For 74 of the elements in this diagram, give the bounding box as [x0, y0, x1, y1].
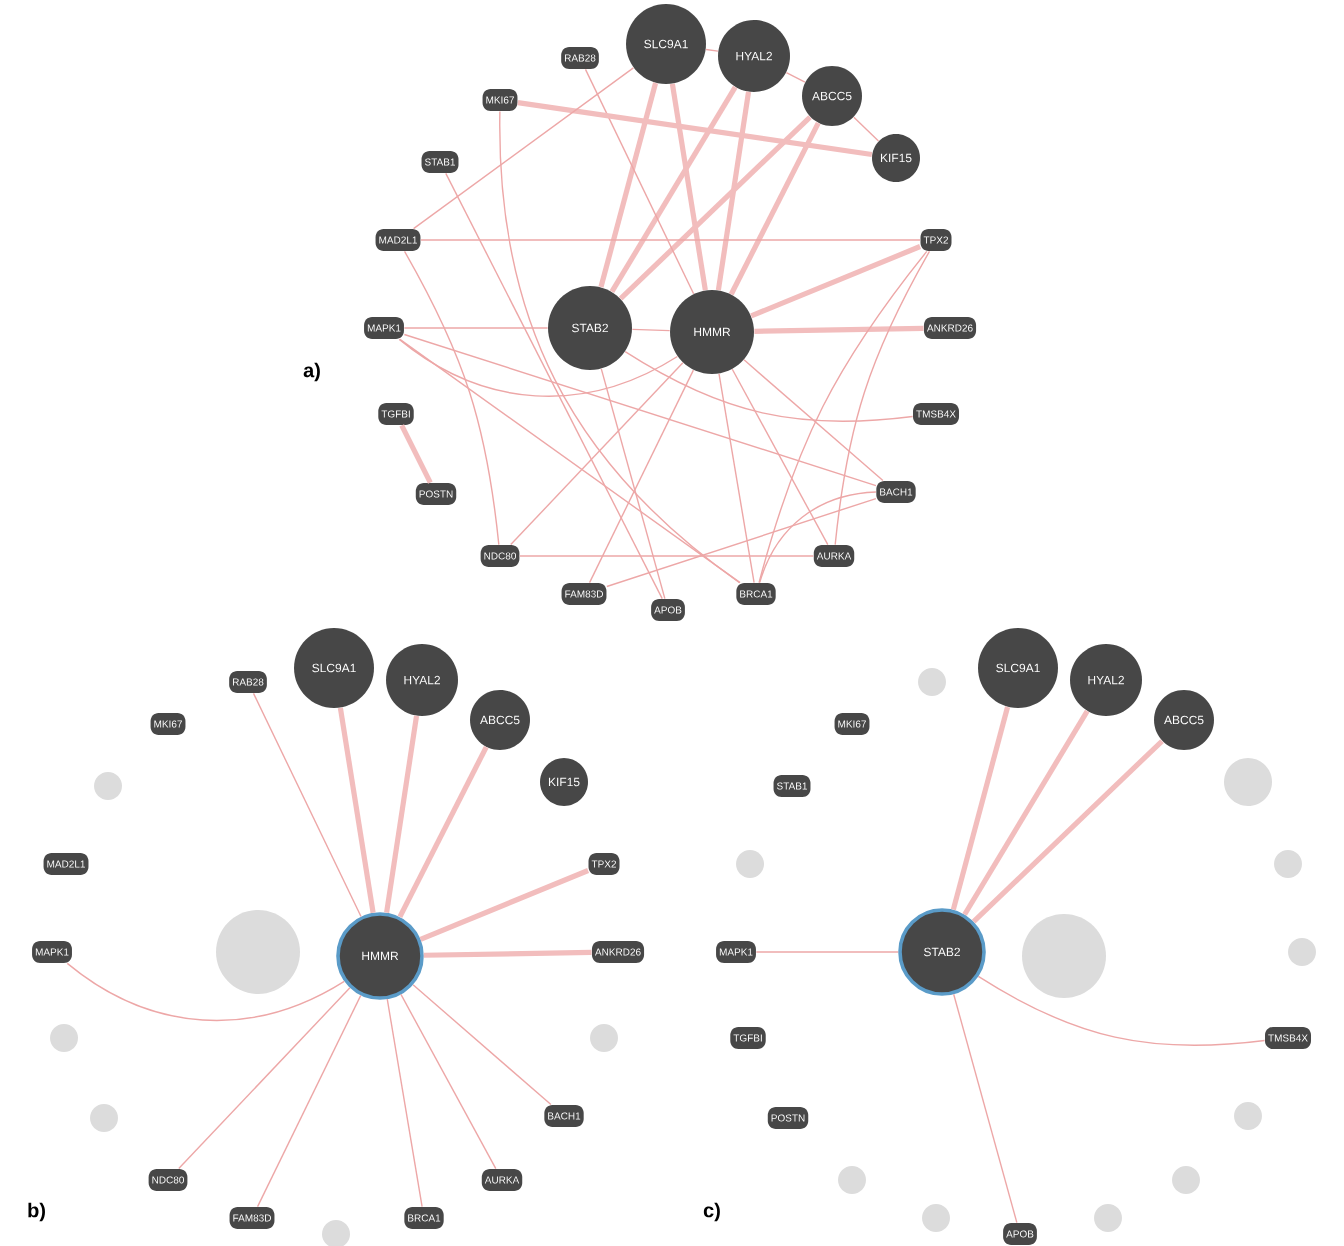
interaction-line: [412, 67, 635, 230]
interaction-line: [754, 325, 924, 334]
interaction-line: [584, 68, 695, 295]
interaction-line: [256, 994, 362, 1208]
faded-gene-node: [1172, 1166, 1200, 1194]
interaction-line: [631, 328, 671, 332]
interaction-line: [386, 998, 423, 1208]
interaction-line: [588, 369, 695, 584]
interaction-line: [399, 424, 433, 484]
faded-gene-node: [838, 1166, 866, 1194]
interaction-line: [403, 250, 500, 546]
interaction-line: [758, 250, 928, 584]
interaction-line: [750, 244, 922, 319]
interaction-line: [403, 327, 549, 329]
interaction-line: [853, 116, 880, 142]
interaction-line: [519, 555, 815, 557]
faded-gene-node: [94, 772, 122, 800]
interaction-line: [705, 48, 719, 52]
interaction-line: [834, 250, 931, 546]
interaction-line: [178, 987, 351, 1170]
interaction-line: [606, 497, 877, 588]
interaction-line: [598, 82, 659, 288]
interaction-line: [600, 368, 666, 600]
faded-gene-node: [590, 1024, 618, 1052]
interaction-line: [785, 71, 806, 83]
interaction-line: [517, 100, 873, 158]
interaction-line: [445, 172, 663, 600]
interaction-line: [728, 121, 821, 296]
interaction-line: [718, 373, 755, 584]
interaction-line: [403, 333, 877, 487]
interaction-line: [971, 739, 1164, 924]
interaction-line: [423, 949, 592, 958]
interaction-line: [759, 491, 877, 584]
interaction-line: [950, 706, 1011, 911]
faded-gene-node: [1224, 758, 1272, 806]
faded-gene-node: [50, 1024, 78, 1052]
faded-gene-node: [922, 1204, 950, 1232]
interaction-line: [669, 83, 708, 291]
faded-gene-node: [1022, 914, 1106, 998]
faded-gene-node: [1274, 850, 1302, 878]
interaction-line: [412, 984, 552, 1106]
interaction-line: [952, 993, 1018, 1224]
interaction-line: [66, 962, 345, 1021]
faded-gene-node: [322, 1220, 350, 1246]
panel-label: c): [703, 1202, 720, 1222]
faded-gene-node: [216, 910, 300, 994]
interaction-line: [400, 993, 497, 1170]
interaction-line: [731, 368, 829, 546]
faded-gene-node: [1234, 1102, 1262, 1130]
interaction-line: [977, 975, 1266, 1047]
interaction-line: [420, 239, 921, 241]
interaction-line: [397, 745, 489, 919]
faded-gene-node: [1288, 938, 1316, 966]
interaction-line: [755, 951, 899, 953]
interaction-line: [510, 362, 684, 546]
panel-label: b): [28, 1202, 45, 1222]
interaction-line: [337, 707, 376, 914]
interaction-line: [624, 350, 914, 422]
interaction-line: [384, 715, 420, 914]
interaction-line: [499, 110, 741, 584]
faded-gene-node: [1094, 1204, 1122, 1232]
interaction-line: [419, 868, 590, 942]
faded-gene-node: [736, 850, 764, 878]
interaction-line: [743, 359, 884, 482]
interaction-line: [715, 91, 752, 291]
panel-label: a): [303, 362, 320, 382]
interaction-line: [399, 338, 741, 584]
faded-gene-node: [918, 668, 946, 696]
interaction-line: [618, 115, 812, 301]
interaction-line: [962, 709, 1090, 916]
interaction-line: [609, 85, 738, 294]
interaction-line: [398, 338, 679, 397]
faded-gene-node: [90, 1104, 118, 1132]
interaction-line: [252, 692, 362, 918]
